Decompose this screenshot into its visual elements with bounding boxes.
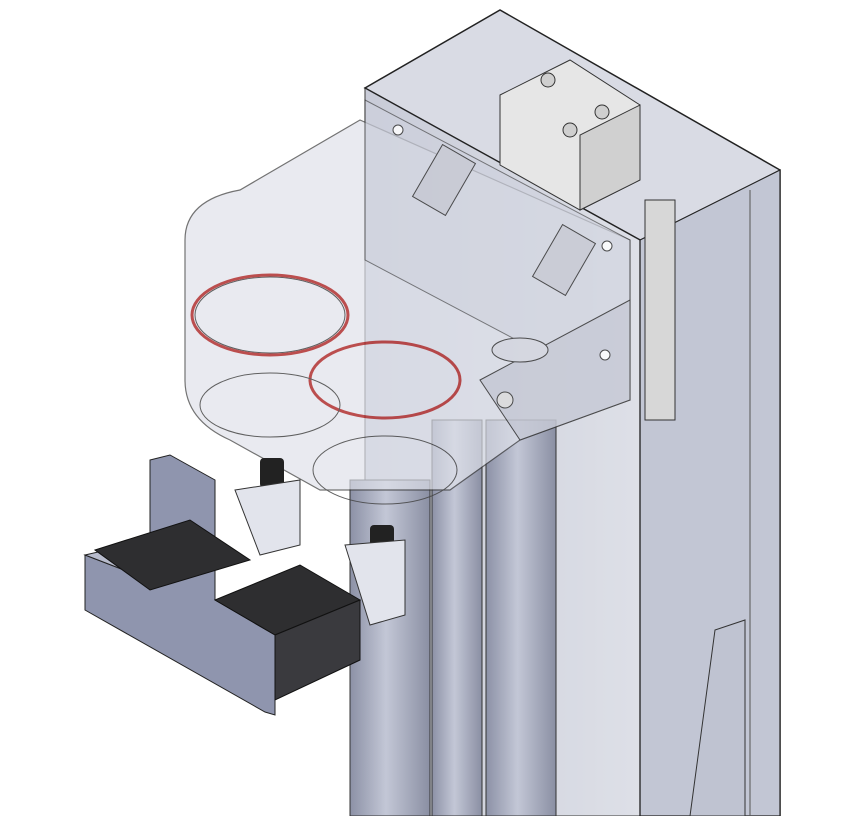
slide-block xyxy=(499,59,676,421)
o-ring-left xyxy=(190,273,350,357)
o-ring-right xyxy=(308,340,462,420)
gripper-bracket xyxy=(83,454,406,716)
manifold-housing xyxy=(184,99,631,505)
fitting-left xyxy=(260,458,284,488)
